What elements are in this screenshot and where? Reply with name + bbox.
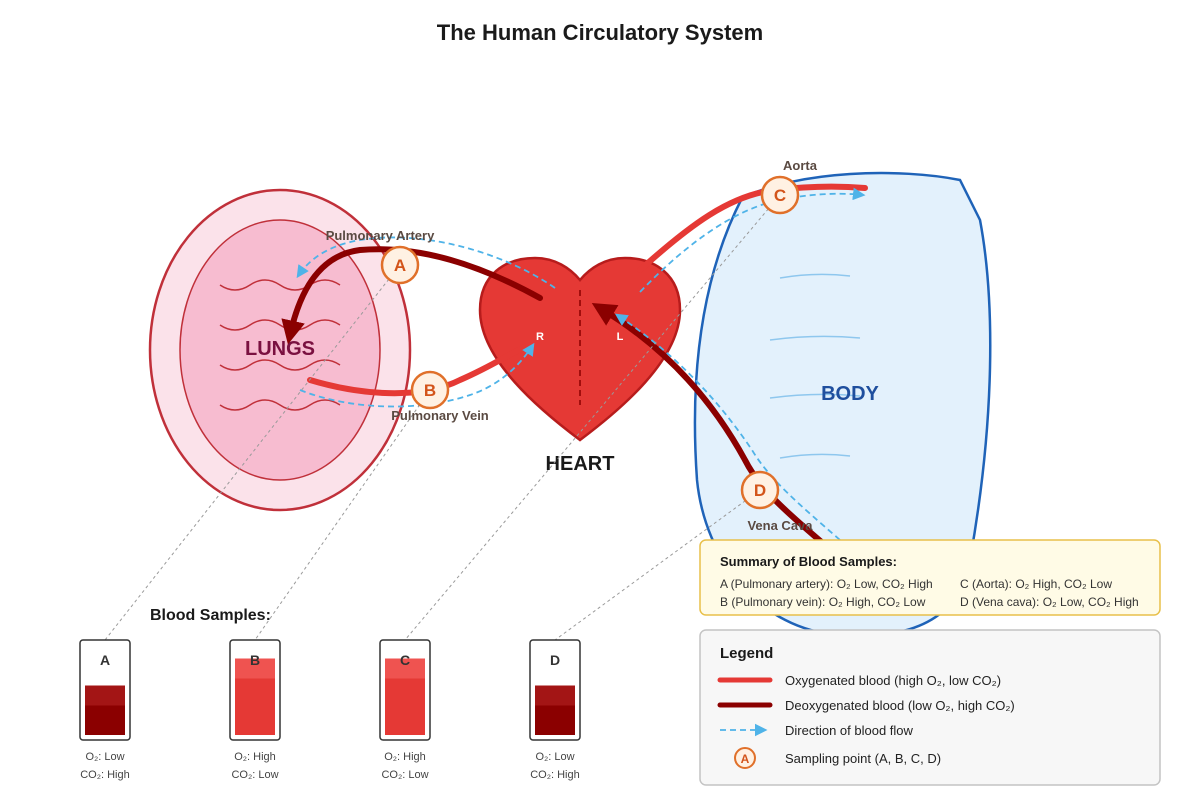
legend-oxygenated-label: Oxygenated blood (high O₂, low CO₂): [785, 673, 1001, 688]
sample-letter: A: [100, 652, 110, 668]
pulmonary-artery-vessel: [281, 246, 543, 345]
heart-left-label: L: [617, 331, 624, 343]
sample-o2-label: O₂: High: [384, 751, 426, 763]
legend-sampling-label: Sampling point (A, B, C, D): [785, 751, 941, 766]
sample-blood-surface: [535, 685, 575, 706]
flow-arrow-to-lungs: [296, 236, 556, 289]
sampling-marker-d[interactable]: D: [740, 470, 780, 510]
summary-box: Summary of Blood Samples: A (Pulmonary a…: [699, 539, 1161, 616]
sample-co2-label: CO₂: Low: [381, 769, 428, 781]
sampling-marker-c[interactable]: C: [760, 175, 800, 215]
sample-connectors: [104, 194, 781, 641]
marker-d-letter: D: [754, 481, 766, 500]
diagram-title: The Human Circulatory System: [437, 20, 763, 45]
marker-c-letter: C: [774, 186, 786, 205]
legend-flow-label: Direction of blood flow: [785, 723, 914, 738]
legend-sampling-icon: [734, 747, 756, 769]
body-label: BODY: [821, 383, 879, 405]
vena-cava-vessel: [591, 303, 828, 548]
heart-right-label: R: [536, 331, 544, 343]
lungs-label: LUNGS: [245, 338, 315, 360]
marker-b-letter: B: [424, 381, 436, 400]
legend-title: Legend: [720, 645, 773, 662]
lungs: LUNGS: [148, 188, 412, 512]
sampling-marker-a[interactable]: A: [380, 245, 420, 285]
sample-co2-label: CO₂: High: [530, 769, 580, 781]
summary-a: A (Pulmonary artery): O₂ Low, CO₂ High: [720, 577, 933, 591]
heart-label: HEART: [546, 453, 615, 475]
body-region: BODY: [693, 171, 992, 637]
sample-letter: B: [250, 652, 260, 668]
pulmonary-vein-label: Pulmonary Vein: [391, 408, 489, 423]
summary-c: C (Aorta): O₂ High, CO₂ Low: [960, 577, 1112, 591]
summary-b: B (Pulmonary vein): O₂ High, CO₂ Low: [720, 595, 926, 609]
flow-arrow-to-heart-from-body: [614, 313, 841, 541]
sampling-marker-b[interactable]: B: [410, 370, 450, 410]
legend: Legend Oxygenated blood (high O₂, low CO…: [699, 629, 1161, 786]
sample-o2-label: O₂: Low: [85, 751, 124, 763]
heart: R L HEART: [478, 256, 682, 475]
samples-heading: Blood Samples:: [150, 607, 271, 624]
sample-letter: D: [550, 652, 560, 668]
sample-letter: C: [400, 652, 410, 668]
flow-arrow-to-heart-from-lungs: [299, 342, 535, 408]
sample-co2-label: CO₂: Low: [231, 769, 278, 781]
sample-o2-label: O₂: High: [234, 751, 276, 763]
vena-cava-label: Vena Cava: [747, 518, 813, 533]
marker-a-letter: A: [394, 256, 406, 275]
aorta-label: Aorta: [783, 158, 818, 173]
pulmonary-vein-vessel: [307, 342, 533, 397]
sample-blood-surface: [385, 658, 425, 679]
summary-title: Summary of Blood Samples:: [720, 554, 897, 569]
pulmonary-artery-label: Pulmonary Artery: [326, 228, 435, 243]
legend-sampling-icon-letter: A: [741, 752, 750, 766]
sample-blood-surface: [235, 658, 275, 679]
legend-deoxygenated-label: Deoxygenated blood (low O₂, high CO₂): [785, 698, 1015, 713]
sample-blood-surface: [85, 685, 125, 706]
sample-co2-label: CO₂: High: [80, 769, 130, 781]
summary-d: D (Vena cava): O₂ Low, CO₂ High: [960, 595, 1139, 609]
sample-o2-label: O₂: Low: [535, 751, 574, 763]
